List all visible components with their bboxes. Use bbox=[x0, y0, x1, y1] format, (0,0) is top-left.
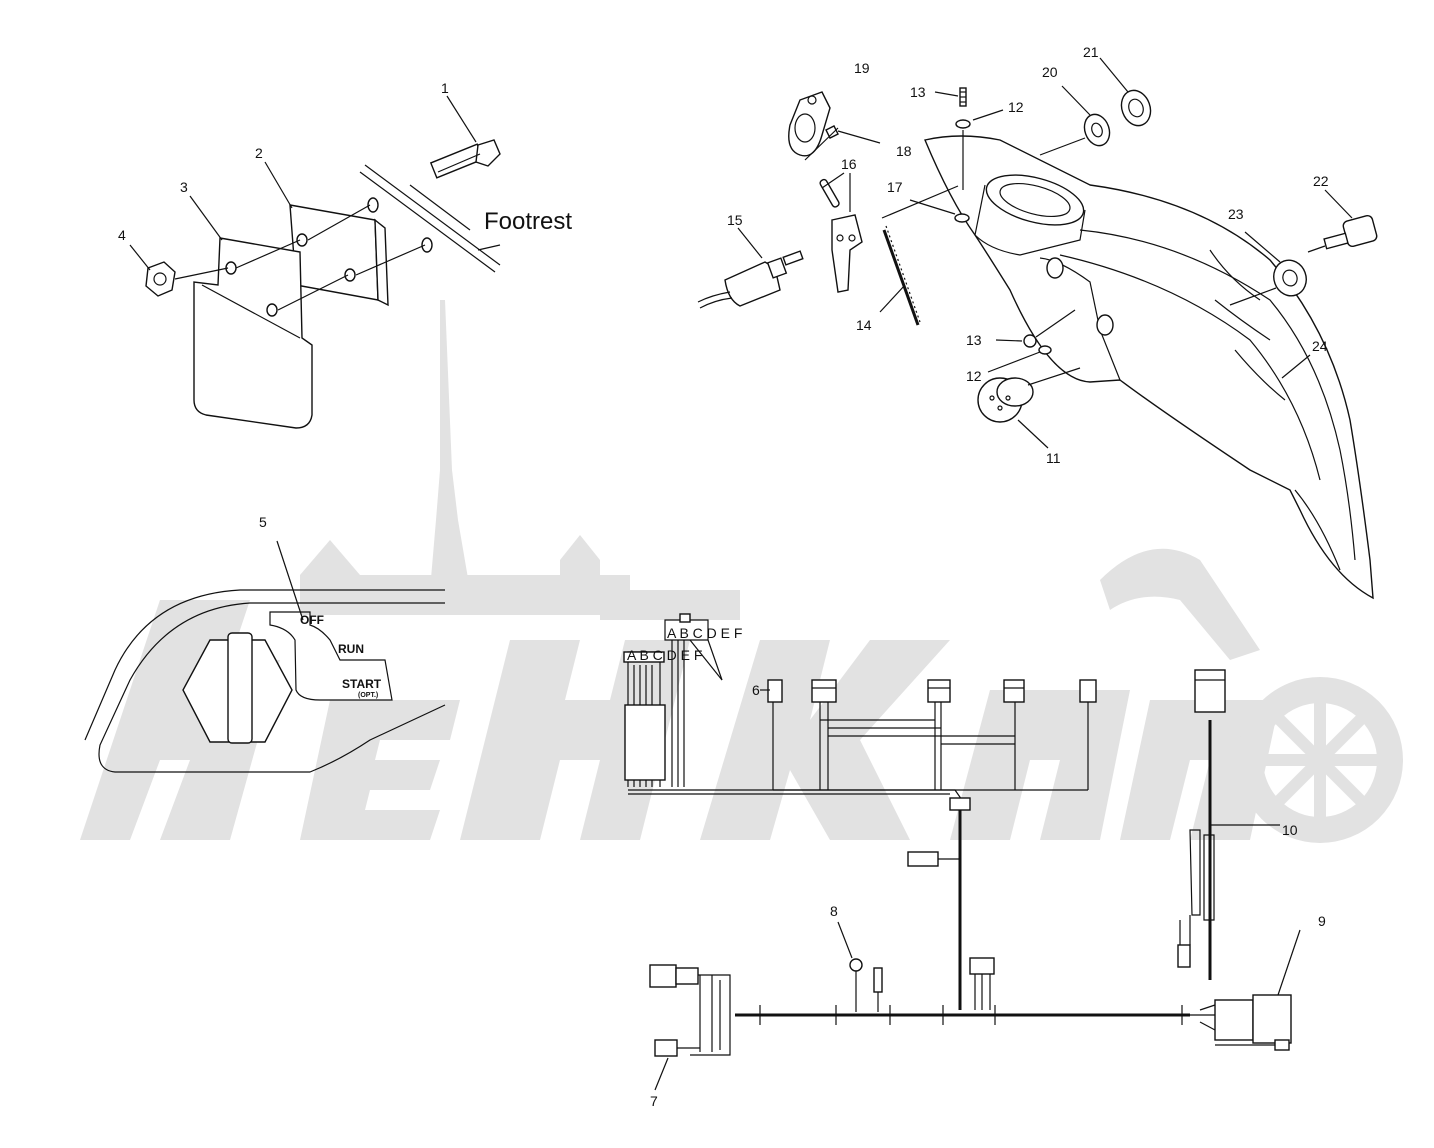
callout-15: 15 bbox=[727, 212, 743, 228]
ignition-panel bbox=[84, 540, 446, 773]
screw-lower-part bbox=[987, 309, 1076, 373]
wiring-harness bbox=[623, 613, 1301, 1091]
footrest-assembly bbox=[129, 95, 501, 429]
switch-housing-assembly bbox=[697, 57, 1378, 600]
callout-6: 6 bbox=[752, 682, 760, 698]
callout-8: 8 bbox=[830, 903, 838, 919]
callout-12-bottom: 12 bbox=[966, 368, 982, 384]
callout-19: 19 bbox=[854, 60, 870, 76]
mounting-block-part bbox=[289, 204, 379, 301]
callout-16: 16 bbox=[841, 156, 857, 172]
screw-part bbox=[909, 87, 1004, 223]
kill-switch-part bbox=[697, 250, 804, 309]
switch-run-label: RUN bbox=[338, 642, 364, 656]
grommet-part bbox=[1120, 89, 1152, 127]
key-icon bbox=[1307, 189, 1378, 253]
callout-5: 5 bbox=[259, 514, 267, 530]
callout-2: 2 bbox=[255, 145, 263, 161]
connector-pin-label-2: A B C D E F bbox=[667, 625, 742, 641]
callout-17: 17 bbox=[887, 179, 903, 195]
switch-start-label: START bbox=[342, 677, 382, 691]
switch-start-note: (OPT.) bbox=[358, 692, 378, 699]
callout-23: 23 bbox=[1228, 206, 1244, 222]
callout-12-top: 12 bbox=[1008, 99, 1024, 115]
callout-14: 14 bbox=[856, 317, 872, 333]
callout-10: 10 bbox=[1282, 822, 1298, 838]
ignition-switch-part bbox=[977, 367, 1081, 449]
nut-part bbox=[145, 261, 176, 297]
callout-18: 18 bbox=[896, 143, 912, 159]
callout-22: 22 bbox=[1313, 173, 1329, 189]
callout-9: 9 bbox=[1318, 913, 1326, 929]
throttle-lever-part bbox=[831, 214, 863, 293]
callout-20: 20 bbox=[1042, 64, 1058, 80]
housing-part bbox=[924, 135, 1374, 600]
bezel-nut-part bbox=[1273, 259, 1307, 297]
callout-7: 7 bbox=[650, 1093, 658, 1109]
callout-13-top: 13 bbox=[910, 84, 926, 100]
callout-labels: 1 2 3 4 Footrest 5 6 7 8 9 10 11 12 12 1… bbox=[118, 44, 1329, 1109]
callout-1: 1 bbox=[441, 80, 449, 96]
footrest-pad-part bbox=[193, 237, 313, 429]
callout-11: 11 bbox=[1046, 450, 1061, 466]
callout-21: 21 bbox=[1083, 44, 1099, 60]
callout-24: 24 bbox=[1312, 338, 1328, 354]
switch-off-label: OFF bbox=[300, 613, 324, 627]
bolt-part bbox=[429, 139, 501, 179]
connector-pin-label: A B C D E F bbox=[627, 647, 702, 663]
callout-3: 3 bbox=[180, 179, 188, 195]
connector bbox=[767, 679, 1097, 703]
callout-13-bottom: 13 bbox=[966, 332, 982, 348]
washer-part bbox=[1083, 113, 1111, 147]
footrest-label: Footrest bbox=[484, 208, 572, 235]
callout-4: 4 bbox=[118, 227, 126, 243]
